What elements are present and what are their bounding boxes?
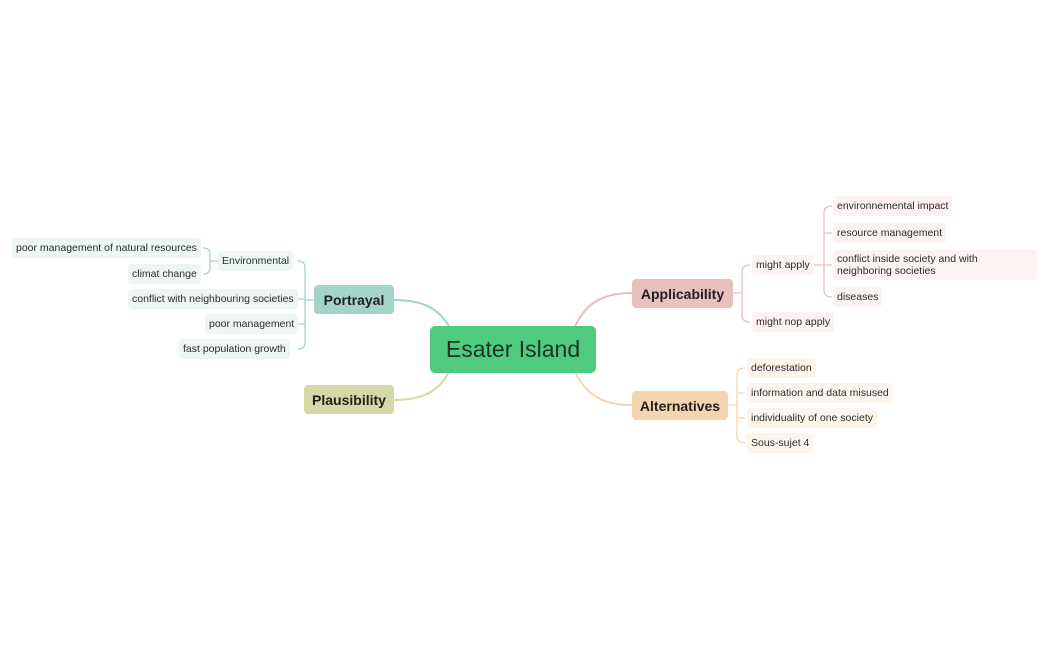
subtopic-resource-management[interactable]: resource management	[833, 223, 947, 243]
subtopic-environmental-impact[interactable]: environnemental impact	[833, 196, 953, 216]
subtopic-might-not-apply[interactable]: might nop apply	[752, 312, 835, 332]
subtopic-natural-resources[interactable]: poor management of natural resources	[12, 238, 201, 258]
link-central-applicability	[573, 292, 633, 329]
central-topic[interactable]: Esater Island	[430, 326, 596, 373]
subtopic-environmental[interactable]: Environmental	[218, 251, 294, 271]
link-environmental-bracket	[202, 247, 218, 275]
branch-portrayal[interactable]: Portrayal	[314, 285, 394, 314]
link-central-portrayal	[393, 299, 451, 329]
subtopic-individuality[interactable]: individuality of one society	[747, 408, 877, 428]
link-central-plausibility	[393, 369, 451, 401]
subtopic-might-apply[interactable]: might apply	[752, 255, 814, 275]
subtopic-deforestation[interactable]: deforestation	[747, 358, 816, 378]
link-might-apply-bracket	[814, 205, 833, 298]
branch-plausibility[interactable]: Plausibility	[304, 385, 394, 414]
subtopic-poor-management[interactable]: poor management	[205, 314, 299, 334]
branch-alternatives[interactable]: Alternatives	[632, 391, 728, 420]
subtopic-sous-sujet-4[interactable]: Sous-sujet 4	[747, 433, 814, 453]
subtopic-climat-change[interactable]: climat change	[128, 264, 201, 284]
subtopic-conflict-neighbouring[interactable]: conflict with neighbouring societies	[128, 289, 298, 309]
subtopic-information-misused[interactable]: information and data misused	[747, 383, 893, 403]
branch-applicability[interactable]: Applicability	[632, 279, 733, 308]
subtopic-diseases[interactable]: diseases	[833, 287, 883, 307]
subtopic-conflict-inside[interactable]: conflict inside society and with neighbo…	[833, 250, 1037, 280]
subtopic-population-growth[interactable]: fast population growth	[179, 339, 290, 359]
link-applicability-bracket	[733, 264, 751, 323]
link-portrayal-bracket	[294, 260, 314, 350]
link-alternatives-bracket	[728, 367, 746, 444]
link-central-alternatives	[573, 369, 633, 406]
